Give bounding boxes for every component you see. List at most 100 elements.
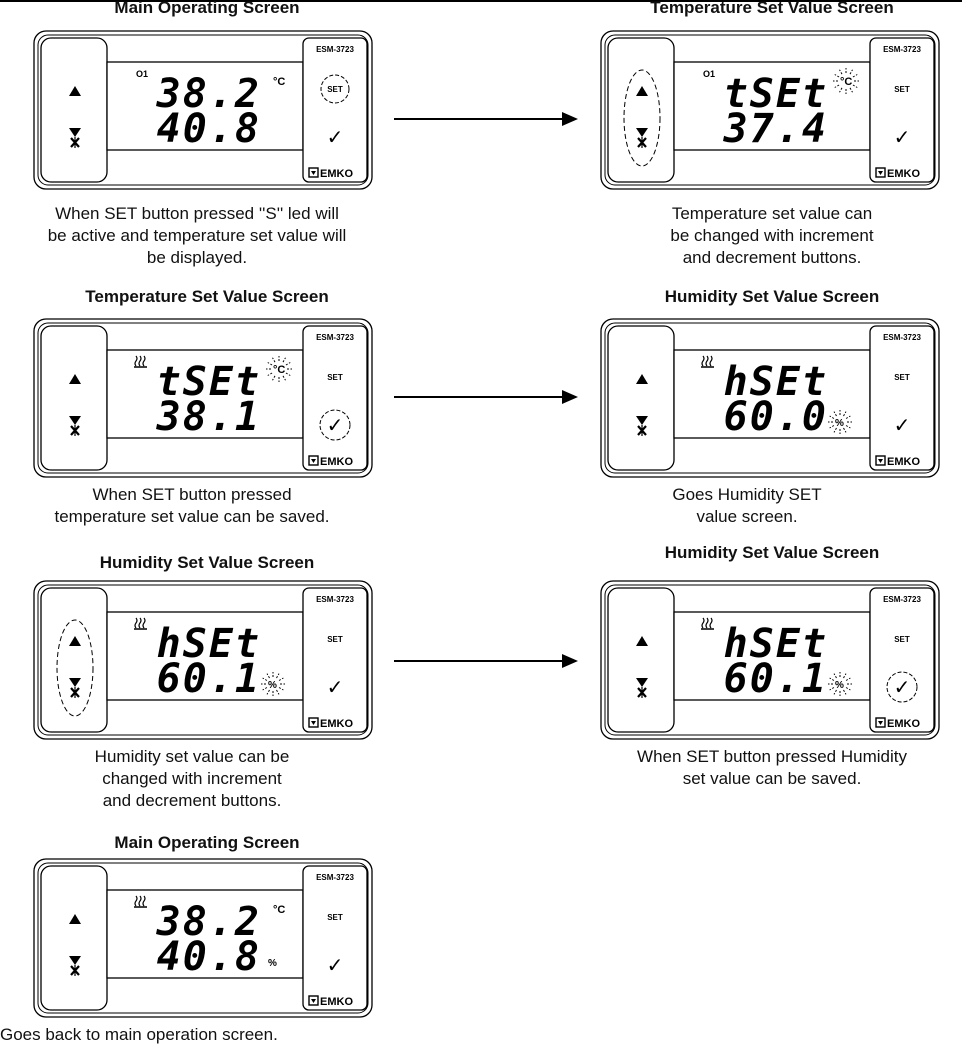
check-button[interactable]: ✓ [894,675,911,699]
model-label: ESM-3723 [316,333,354,342]
set-button[interactable]: SET [327,85,343,94]
model-label: ESM-3723 [316,873,354,882]
increment-button[interactable] [636,374,648,384]
display-bottom-value: 60.0 [724,394,828,440]
model-label: ESM-3723 [883,333,921,342]
emko-logo: EMKO [308,455,353,468]
check-button[interactable]: ✓ [894,413,911,437]
decrement-button[interactable] [69,956,81,976]
panel-title: Temperature Set Value Screen [85,287,329,306]
heat-icon [134,895,147,908]
set-button[interactable]: SET [327,635,343,644]
decrement-button[interactable] [636,678,648,698]
panel-title: Humidity Set Value Screen [99,553,315,572]
increment-button[interactable] [69,86,81,96]
display-top-value: tSEt [157,359,261,405]
bottom-unit: % [835,418,844,429]
panel-title: Humidity Set Value Screen [664,287,880,306]
emko-logo: EMKO [308,717,353,730]
svg-text:EMKO: EMKO [320,456,353,468]
increment-button[interactable] [69,636,81,646]
right-key-panel [302,37,368,183]
right-key-panel [302,325,368,471]
increment-button[interactable] [636,86,648,96]
decrement-button[interactable] [636,416,648,436]
emko-logo: EMKO [308,995,353,1008]
emko-logo: EMKO [875,455,920,468]
set-button[interactable]: SET [894,85,910,94]
set-button[interactable]: SET [327,913,343,922]
arrow-key-panel [607,587,675,733]
increment-button[interactable] [69,374,81,384]
display-bottom-value: 60.1 [724,656,828,702]
flow-arrow [394,387,584,407]
decrement-button[interactable] [69,416,81,436]
model-label: ESM-3723 [316,45,354,54]
arrow-key-panel [40,37,108,183]
arrow-key-panel [607,37,675,183]
heat-icon [134,355,147,368]
arrow-key-panel [607,325,675,471]
display-top-value: 38.2 [156,899,261,945]
highlight-ring [56,619,94,717]
decrement-button[interactable] [636,128,648,148]
display-top-value: hSEt [157,621,261,667]
increment-button[interactable] [636,636,648,646]
heat-icon [134,617,147,630]
right-key-panel [302,865,368,1011]
check-button[interactable]: ✓ [327,413,344,437]
output-indicator: O1 [703,69,715,79]
increment-button[interactable] [69,914,81,924]
emko-logo: EMKO [875,717,920,730]
set-button[interactable]: SET [327,373,343,382]
lcd-window [106,61,304,151]
decrement-button[interactable] [69,128,81,148]
top-unit: °C [840,76,852,88]
check-button[interactable]: ✓ [894,125,911,149]
set-button[interactable]: SET [894,635,910,644]
arrow-key-panel [40,325,108,471]
top-rule [0,0,962,2]
model-label: ESM-3723 [883,45,921,54]
display-top-value: hSEt [724,621,828,667]
heat-icon [701,355,714,368]
display-bottom-value: 40.8 [157,106,261,152]
top-unit: °C [273,904,285,916]
bottom-unit: % [268,680,277,691]
arrow-key-panel [40,865,108,1011]
lcd-window [673,61,871,151]
panel-title: Humidity Set Value Screen [664,543,880,562]
display-top-value: 38.2 [156,71,261,117]
panel-caption: Goes back to main operation screen. [0,1025,278,1044]
model-label: ESM-3723 [316,595,354,604]
flow-arrow [394,109,584,129]
set-button[interactable]: SET [894,373,910,382]
panel-title: Main Operating Screen [114,0,300,17]
svg-text:EMKO: EMKO [887,456,920,468]
check-button[interactable]: ✓ [327,675,344,699]
arrow-key-panel [40,587,108,733]
right-key-panel [869,587,935,733]
heat-icon [701,617,714,630]
check-button[interactable]: ✓ [327,125,344,149]
right-key-panel [869,325,935,471]
emko-logo: EMKO [875,167,920,180]
output-indicator: O1 [136,69,148,79]
decrement-button[interactable] [69,678,81,698]
svg-text:EMKO: EMKO [320,996,353,1008]
check-button[interactable]: ✓ [327,953,344,977]
top-unit: °C [273,76,285,88]
display-bottom-value: 37.4 [723,106,828,152]
right-key-panel [302,587,368,733]
svg-text:EMKO: EMKO [887,718,920,730]
